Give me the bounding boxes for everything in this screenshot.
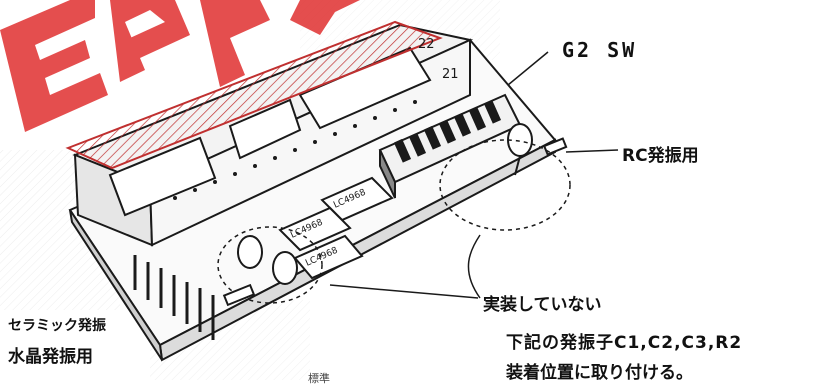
pin-21-label: 21 <box>442 67 459 82</box>
red-hatched-rail <box>65 20 443 170</box>
bottom-fragment-label: 標準 <box>308 372 330 385</box>
ceramic-oscillator-label: セラミック発振 <box>8 318 106 334</box>
dip-switch <box>378 93 522 199</box>
rc-oscillator-parts <box>507 123 568 176</box>
instruction-line-1: 下記の発振子C1,C2,C3,R2 <box>506 333 743 353</box>
ic-chips <box>278 176 394 280</box>
leader-lines <box>329 51 619 299</box>
watermark-logo <box>0 0 360 132</box>
instruction-line-2: 装着位置に取り付ける。 <box>506 363 693 383</box>
g2-switch-label: G2 SW <box>562 38 638 62</box>
not-mounted-label: 実装していない <box>483 295 602 315</box>
crystal-oscillator-label: 水晶発振用 <box>8 347 93 367</box>
rc-oscillator-label: RC発振用 <box>622 146 699 166</box>
oscillator-components <box>222 235 298 307</box>
dashed-regions <box>217 139 571 304</box>
pin-22-label: 22 <box>418 37 435 52</box>
header-pins <box>133 255 215 340</box>
